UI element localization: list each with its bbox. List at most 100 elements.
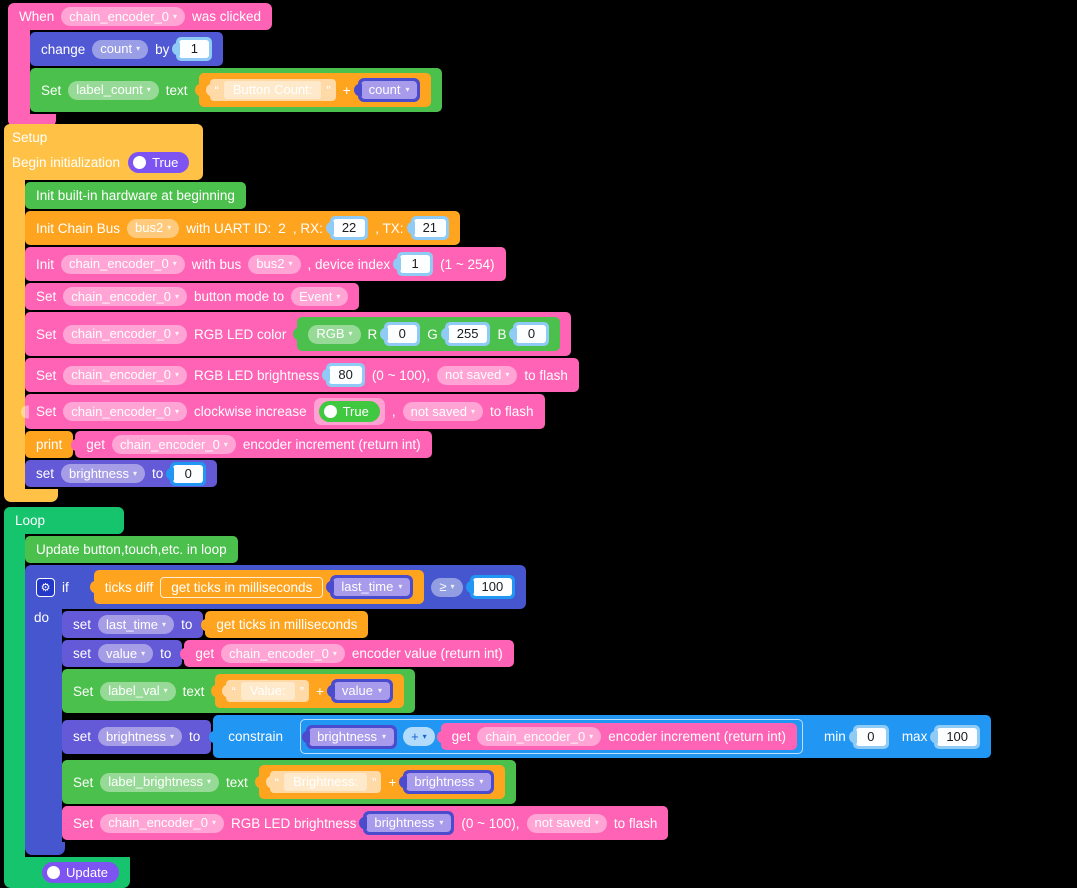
join-text-block[interactable]: “ Button Count: ” + count ▾ bbox=[198, 73, 432, 107]
rgb-mode-dropdown[interactable]: RGB ▾ bbox=[308, 324, 361, 344]
zero-input[interactable]: 0 bbox=[170, 461, 207, 486]
rx-input[interactable]: 22 bbox=[329, 216, 369, 240]
variable-count-block[interactable]: count ▾ bbox=[357, 78, 421, 102]
join-text-block[interactable]: “ Value: ” + value ▾ bbox=[215, 674, 404, 708]
rgb-value-block[interactable]: RGB ▾ R 0 G 255 B bbox=[297, 317, 561, 351]
if-header[interactable]: ⚙ if ticks diff get ticks in millisecond… bbox=[25, 565, 527, 609]
variable-last-time-block[interactable]: last_time ▾ bbox=[330, 575, 414, 599]
begin-init-toggle[interactable]: True bbox=[128, 152, 190, 173]
loop-footer[interactable]: Update bbox=[4, 857, 130, 888]
device-dropdown[interactable]: chain_encoder_0 ▾ bbox=[100, 813, 225, 833]
dropdown-arrow-icon: ▾ bbox=[223, 439, 228, 449]
get-ticks-block[interactable]: get ticks in milliseconds bbox=[205, 611, 369, 638]
loop-block-spine[interactable] bbox=[4, 534, 25, 857]
when-block-spine[interactable] bbox=[8, 30, 30, 114]
constrain-block[interactable]: constrain brightness ▾ bbox=[213, 715, 992, 758]
clockwise-increase-block[interactable]: Set chain_encoder_0 ▾ clockwise increase… bbox=[25, 394, 545, 429]
loop-header[interactable]: Loop bbox=[4, 507, 124, 534]
if-block-spine[interactable]: do bbox=[25, 609, 62, 842]
string-input[interactable]: “ Button Count: ” bbox=[209, 79, 336, 101]
save-mode-dropdown[interactable]: not saved ▾ bbox=[526, 813, 607, 833]
label-val-dropdown[interactable]: label_val ▾ bbox=[100, 681, 176, 701]
get-encoder-increment-block[interactable]: get chain_encoder_0 ▾ encoder increment … bbox=[440, 723, 798, 750]
save-mode-dropdown[interactable]: not saved ▾ bbox=[402, 402, 483, 421]
r-input[interactable]: 0 bbox=[384, 322, 421, 346]
max-input[interactable]: 100 bbox=[934, 724, 981, 749]
g-input[interactable]: 255 bbox=[444, 322, 491, 346]
set-brightness-zero-block[interactable]: set brightness ▾ to 0 bbox=[25, 460, 218, 487]
variable-brightness-block[interactable]: brightness ▾ bbox=[306, 724, 398, 749]
device-dropdown[interactable]: chain_encoder_0 ▾ bbox=[61, 254, 185, 274]
set-label-brightness-block[interactable]: Set label_brightness ▾ text “ bbox=[62, 760, 517, 804]
device-dropdown[interactable]: chain_encoder_0 ▾ bbox=[221, 644, 345, 663]
rgb-color-block[interactable]: Set chain_encoder_0 ▾ RGB LED color RGB … bbox=[25, 312, 572, 356]
variable-value-block[interactable]: value ▾ bbox=[330, 679, 393, 703]
comparison-operator-dropdown[interactable]: ≥ ▾ bbox=[431, 577, 463, 597]
tx-input[interactable]: 21 bbox=[410, 216, 450, 240]
set-label: Set bbox=[36, 326, 57, 342]
set-rgb-brightness-block[interactable]: Set chain_encoder_0 ▾ RGB LED brightness… bbox=[62, 806, 669, 840]
setup-stack[interactable]: Setup Begin initialization True Init bui… bbox=[4, 124, 579, 502]
update-hardware-block[interactable]: Update button,touch,etc. in loop bbox=[25, 536, 238, 563]
brightness-variable-dropdown[interactable]: brightness ▾ bbox=[61, 464, 146, 483]
device-dropdown[interactable]: chain_encoder_0 ▾ bbox=[63, 287, 188, 306]
if-block[interactable]: ⚙ if ticks diff get ticks in millisecond… bbox=[25, 565, 992, 855]
button-mode-block[interactable]: Set chain_encoder_0 ▾ button mode to Eve… bbox=[25, 283, 360, 310]
brightness-input[interactable]: 80 bbox=[326, 363, 365, 387]
set-label-val-block[interactable]: Set label_val ▾ text “ bbox=[62, 669, 415, 713]
init-hardware-block[interactable]: Init built-in hardware at beginning bbox=[25, 182, 246, 209]
change-amount-input[interactable]: 1 bbox=[176, 37, 213, 61]
threshold-input[interactable]: 100 bbox=[469, 575, 516, 599]
save-mode-dropdown[interactable]: not saved ▾ bbox=[436, 365, 518, 385]
last-time-variable-dropdown[interactable]: last_time ▾ bbox=[98, 615, 175, 634]
value-variable-dropdown[interactable]: value ▾ bbox=[98, 644, 154, 663]
device-dropdown[interactable]: chain_encoder_0 ▾ bbox=[63, 402, 188, 421]
if-block-foot[interactable] bbox=[25, 842, 65, 855]
set-value-block[interactable]: set value ▾ to bbox=[62, 640, 183, 667]
setup-block-spine[interactable] bbox=[4, 180, 25, 489]
string-input[interactable]: “ Value: ” bbox=[226, 680, 309, 702]
device-dropdown[interactable]: chain_encoder_0 ▾ bbox=[63, 365, 188, 385]
device-dropdown[interactable]: chain_encoder_0 ▾ bbox=[112, 435, 236, 454]
update-toggle[interactable]: Update bbox=[42, 862, 119, 883]
set-brightness-block[interactable]: set brightness ▾ to bbox=[62, 719, 212, 754]
label-brightness-dropdown[interactable]: label_brightness ▾ bbox=[100, 772, 219, 792]
bus-dropdown[interactable]: bus2 ▾ bbox=[248, 254, 301, 274]
get-ticks-block[interactable]: get ticks in milliseconds bbox=[160, 576, 324, 598]
when-clicked-header[interactable]: When chain_encoder_0 ▾ was clicked bbox=[8, 3, 273, 30]
init-encoder-block[interactable]: Init chain_encoder_0 ▾ with bus bus2 ▾ ,… bbox=[25, 247, 506, 281]
init-chain-bus-block[interactable]: Init Chain Bus bus2 ▾ with UART ID: 2 , … bbox=[25, 211, 461, 245]
device-dropdown[interactable]: chain_encoder_0 ▾ bbox=[61, 7, 186, 26]
set-last-time-block[interactable]: set last_time ▾ to bbox=[62, 611, 204, 638]
min-input[interactable]: 0 bbox=[852, 724, 889, 749]
uart-id-field[interactable]: 2 bbox=[278, 220, 286, 236]
clockwise-toggle[interactable]: True bbox=[318, 401, 380, 422]
device-index-input[interactable]: 1 bbox=[397, 252, 434, 276]
setup-header[interactable]: Setup Begin initialization True bbox=[4, 124, 204, 180]
variable-brightness-block[interactable]: brightness ▾ bbox=[363, 811, 455, 835]
setup-block-foot[interactable] bbox=[4, 489, 58, 502]
label-count-dropdown[interactable]: label_count ▾ bbox=[68, 80, 159, 100]
join-text-block[interactable]: “ Brightness: ” + brightness bbox=[258, 765, 506, 799]
string-input[interactable]: “ Brightness: ” bbox=[269, 771, 382, 793]
count-variable-dropdown[interactable]: count ▾ bbox=[92, 39, 149, 59]
loop-stack[interactable]: Loop Update button,touch,etc. in loop ⚙ … bbox=[4, 507, 992, 888]
bus-dropdown[interactable]: bus2 ▾ bbox=[127, 218, 180, 238]
set-label-count-block[interactable]: Set label_count ▾ text “ Button Count: ” bbox=[30, 68, 443, 112]
b-input[interactable]: 0 bbox=[513, 322, 550, 346]
rgb-brightness-block[interactable]: Set chain_encoder_0 ▾ RGB LED brightness… bbox=[25, 358, 579, 392]
math-operator-dropdown[interactable]: + ▾ bbox=[403, 727, 435, 746]
get-encoder-value-block[interactable]: get chain_encoder_0 ▾ encoder value (ret… bbox=[184, 640, 514, 667]
when-clicked-stack[interactable]: When chain_encoder_0 ▾ was clicked chang… bbox=[8, 3, 443, 127]
change-count-block[interactable]: change count ▾ by 1 bbox=[30, 32, 224, 66]
variable-brightness-block[interactable]: brightness ▾ bbox=[403, 770, 495, 794]
ticks-diff-block[interactable]: ticks diff get ticks in milliseconds las… bbox=[93, 570, 425, 604]
device-dropdown[interactable]: chain_encoder_0 ▾ bbox=[477, 727, 602, 746]
button-mode-dropdown[interactable]: Event ▾ bbox=[291, 287, 349, 306]
when-block-foot[interactable] bbox=[8, 114, 56, 127]
device-dropdown[interactable]: chain_encoder_0 ▾ bbox=[63, 324, 188, 344]
print-block[interactable]: print bbox=[25, 431, 74, 458]
get-encoder-increment-block[interactable]: get chain_encoder_0 ▾ encoder increment … bbox=[75, 431, 432, 458]
brightness-variable-dropdown[interactable]: brightness ▾ bbox=[98, 727, 183, 746]
gear-icon[interactable]: ⚙ bbox=[36, 577, 55, 597]
